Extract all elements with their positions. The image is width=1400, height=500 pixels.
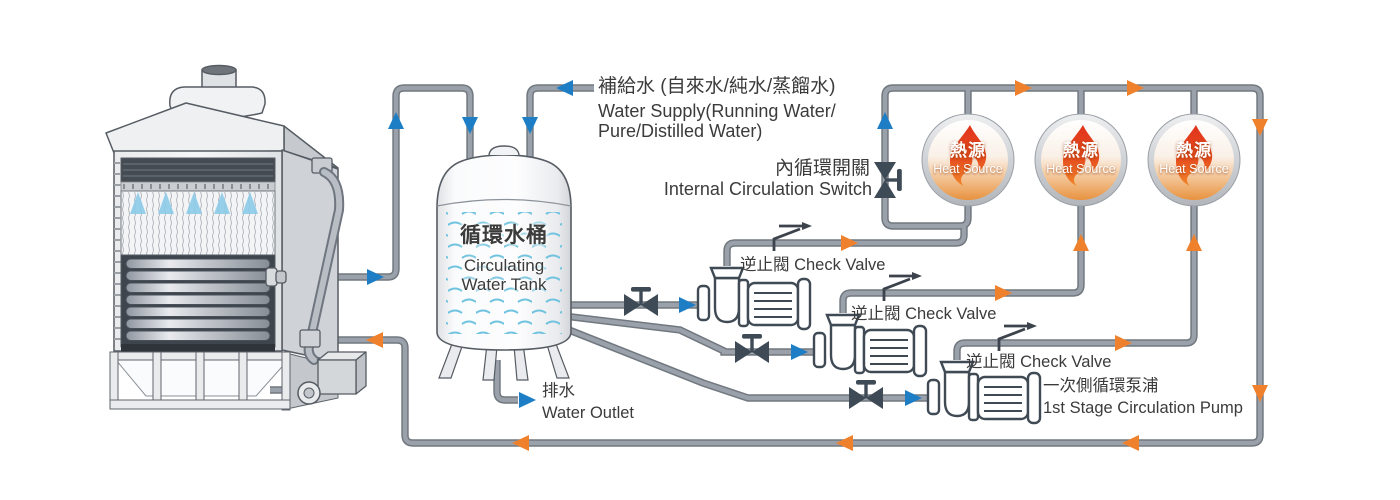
water-supply-label-en2: Pure/Distilled Water) xyxy=(598,121,763,141)
arrow-rightside-down-1 xyxy=(1252,119,1268,136)
heat-source-2-label-zh: 熱源 xyxy=(1063,141,1099,160)
arrow-hs2-up xyxy=(1073,234,1089,251)
internal-circulation-switch-label-zh: 內循環開關 xyxy=(774,158,870,179)
arrow-return-left xyxy=(366,332,383,348)
water-outlet-label-zh: 排水 xyxy=(542,382,575,400)
tank-seam xyxy=(436,198,572,207)
arrow-supply-left xyxy=(556,80,573,96)
tower-bottom-pump xyxy=(297,351,367,405)
arrow-branch3-right xyxy=(905,390,922,406)
tank-top-cap xyxy=(488,145,520,156)
arrow-cv1-right xyxy=(841,235,858,251)
water-outlet-label-en: Water Outlet xyxy=(542,404,634,422)
check-valve-3-label: 逆止閥 Check Valve xyxy=(966,353,1112,371)
tank-label-en2: Water Tank xyxy=(461,275,547,294)
gate-valve-1-icon xyxy=(624,287,658,316)
check-valve-1-label: 逆止閥 Check Valve xyxy=(740,256,886,274)
tower-roof xyxy=(105,102,285,154)
arrow-drain-right xyxy=(519,392,536,408)
arrow-tower-outlet-right xyxy=(367,269,384,285)
tower-coil-tubes xyxy=(125,258,271,341)
arrow-top-right-1 xyxy=(1015,80,1032,96)
arrow-supply-down xyxy=(522,117,538,134)
first-stage-pump-label-zh: 一次側循環泵浦 xyxy=(1043,377,1159,395)
heat-source-1-label-zh: 熱源 xyxy=(950,141,986,160)
internal-circulation-switch-valve-icon xyxy=(874,162,902,198)
circulation-pump-2 xyxy=(812,313,928,378)
tower-side-fitting xyxy=(265,267,287,287)
tower-nozzle-rail xyxy=(120,181,276,192)
first-stage-pump-label-en: 1st Stage Circulation Pump xyxy=(1043,399,1243,417)
arrow-towerline-up xyxy=(388,112,404,129)
water-supply-label-zh: 補給水 (自來水/純水/蒸餾水) xyxy=(598,76,836,97)
circulating-water-tank xyxy=(436,145,572,381)
gate-valve-2-icon xyxy=(735,334,769,363)
heat-source-3-label-zh: 熱源 xyxy=(1176,141,1212,160)
arrow-branch2-right xyxy=(791,344,808,360)
heat-source-1-label-en: Heat Source xyxy=(933,162,1003,176)
water-supply-label-en1: Water Supply(Running Water/ xyxy=(598,101,836,121)
arrow-hs3-up xyxy=(1186,234,1202,251)
arrow-bottom-left-3 xyxy=(1122,435,1139,451)
heat-source-3-label-en: Heat Source xyxy=(1159,162,1229,176)
arrow-towerline-down xyxy=(462,117,478,134)
tank-water-waves xyxy=(446,212,562,334)
tower-stack-opening xyxy=(201,64,237,76)
arrow-switch-up xyxy=(877,112,893,129)
arrow-rightside-down-2 xyxy=(1252,385,1268,402)
tank-label-zh: 循環水桶 xyxy=(460,224,548,247)
arrow-branch1-right xyxy=(679,297,696,313)
spray-water-icons xyxy=(130,192,258,214)
arrow-top-right-2 xyxy=(1127,80,1144,96)
arrow-cv3-right xyxy=(1115,335,1132,351)
heat-source-2-label-en: Heat Source xyxy=(1046,162,1116,176)
internal-circulation-switch-label-en: Internal Circulation Switch xyxy=(663,179,872,199)
tower-side-hose xyxy=(299,157,345,365)
arrow-bottom-left-2 xyxy=(836,435,853,451)
gate-valve-3-icon xyxy=(849,380,883,409)
circulation-pump-1 xyxy=(696,266,812,331)
cooling-tower xyxy=(105,64,367,411)
check-valve-2-label: 逆止閥 Check Valve xyxy=(851,305,997,323)
tank-label-en1: Circulating xyxy=(463,256,545,275)
arrow-bottom-left-1 xyxy=(512,435,529,451)
tower-dark-band xyxy=(121,344,275,352)
arrow-cv2-right xyxy=(995,285,1012,301)
